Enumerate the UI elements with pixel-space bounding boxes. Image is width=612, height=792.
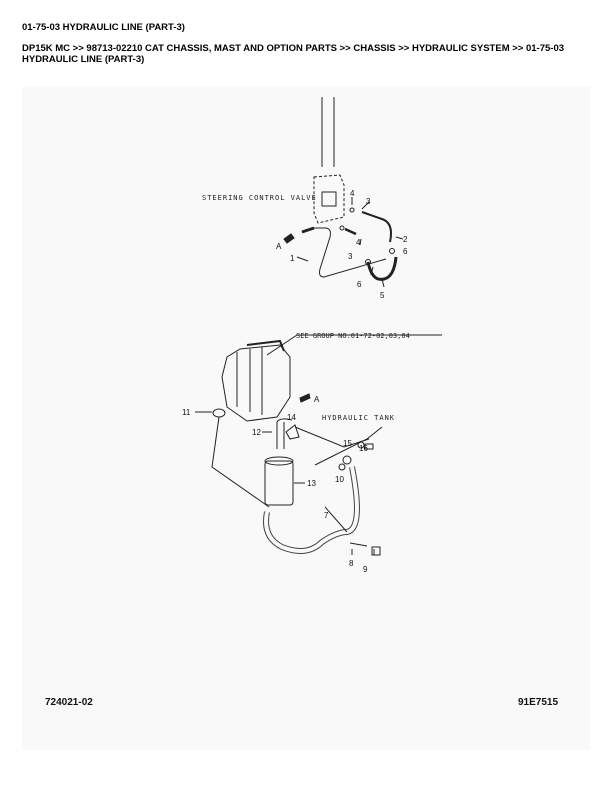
hydraulic-tank-caption: HYDRAULIC TANK [322,414,395,422]
hose-5 [366,256,398,281]
arrow-a-label: A [314,395,320,404]
page-title: 01-75-03 HYDRAULIC LINE (PART-3) [22,22,185,33]
callout-16: 16 [359,444,368,453]
breadcrumb: DP15K MC >> 98713-02210 CAT CHASSIS, MAS… [22,43,565,65]
callout-5: 5 [380,291,385,300]
steering-valve-caption: STEERING CONTROL VALVE [202,194,317,202]
drawing-number: 724021-02 [45,697,93,708]
callout-15: 15 [343,439,352,448]
callout-9: 9 [363,565,368,574]
callout-6: 6 [403,247,408,256]
callout-13: 13 [307,479,316,488]
callout-7: 7 [324,511,329,520]
control-valve-caption: SEE GROUP NO.01-72-02,03,04 [296,332,410,340]
callout-4: 4 [350,189,355,198]
pipe-1 [312,227,387,278]
callout-2: 2 [403,235,408,244]
diagram-labels: STEERING CONTROL VALVE SEE GROUP NO.01-7… [182,189,410,574]
callout-3: 3 [366,197,371,206]
figure-code: 91E7515 [518,697,559,708]
diagram-drawing [195,97,442,556]
steering-control-valve [313,97,345,224]
callout-12: 12 [252,428,261,437]
main-control-valve [221,339,291,422]
callout-14: 14 [287,413,296,422]
parts-diagram: STEERING CONTROL VALVE SEE GROUP NO.01-7… [22,87,590,750]
callout-1: 1 [290,254,295,263]
callout-11: 11 [182,408,191,417]
arrow-a-top [283,233,295,244]
callout-3: 3 [348,252,353,261]
callout-6: 6 [357,280,362,289]
callout-10: 10 [335,475,344,484]
callout-8: 8 [349,559,354,568]
arrow-a-label: A [276,242,282,251]
callout-4: 4 [356,238,361,247]
arrow-a-bottom [299,393,311,403]
